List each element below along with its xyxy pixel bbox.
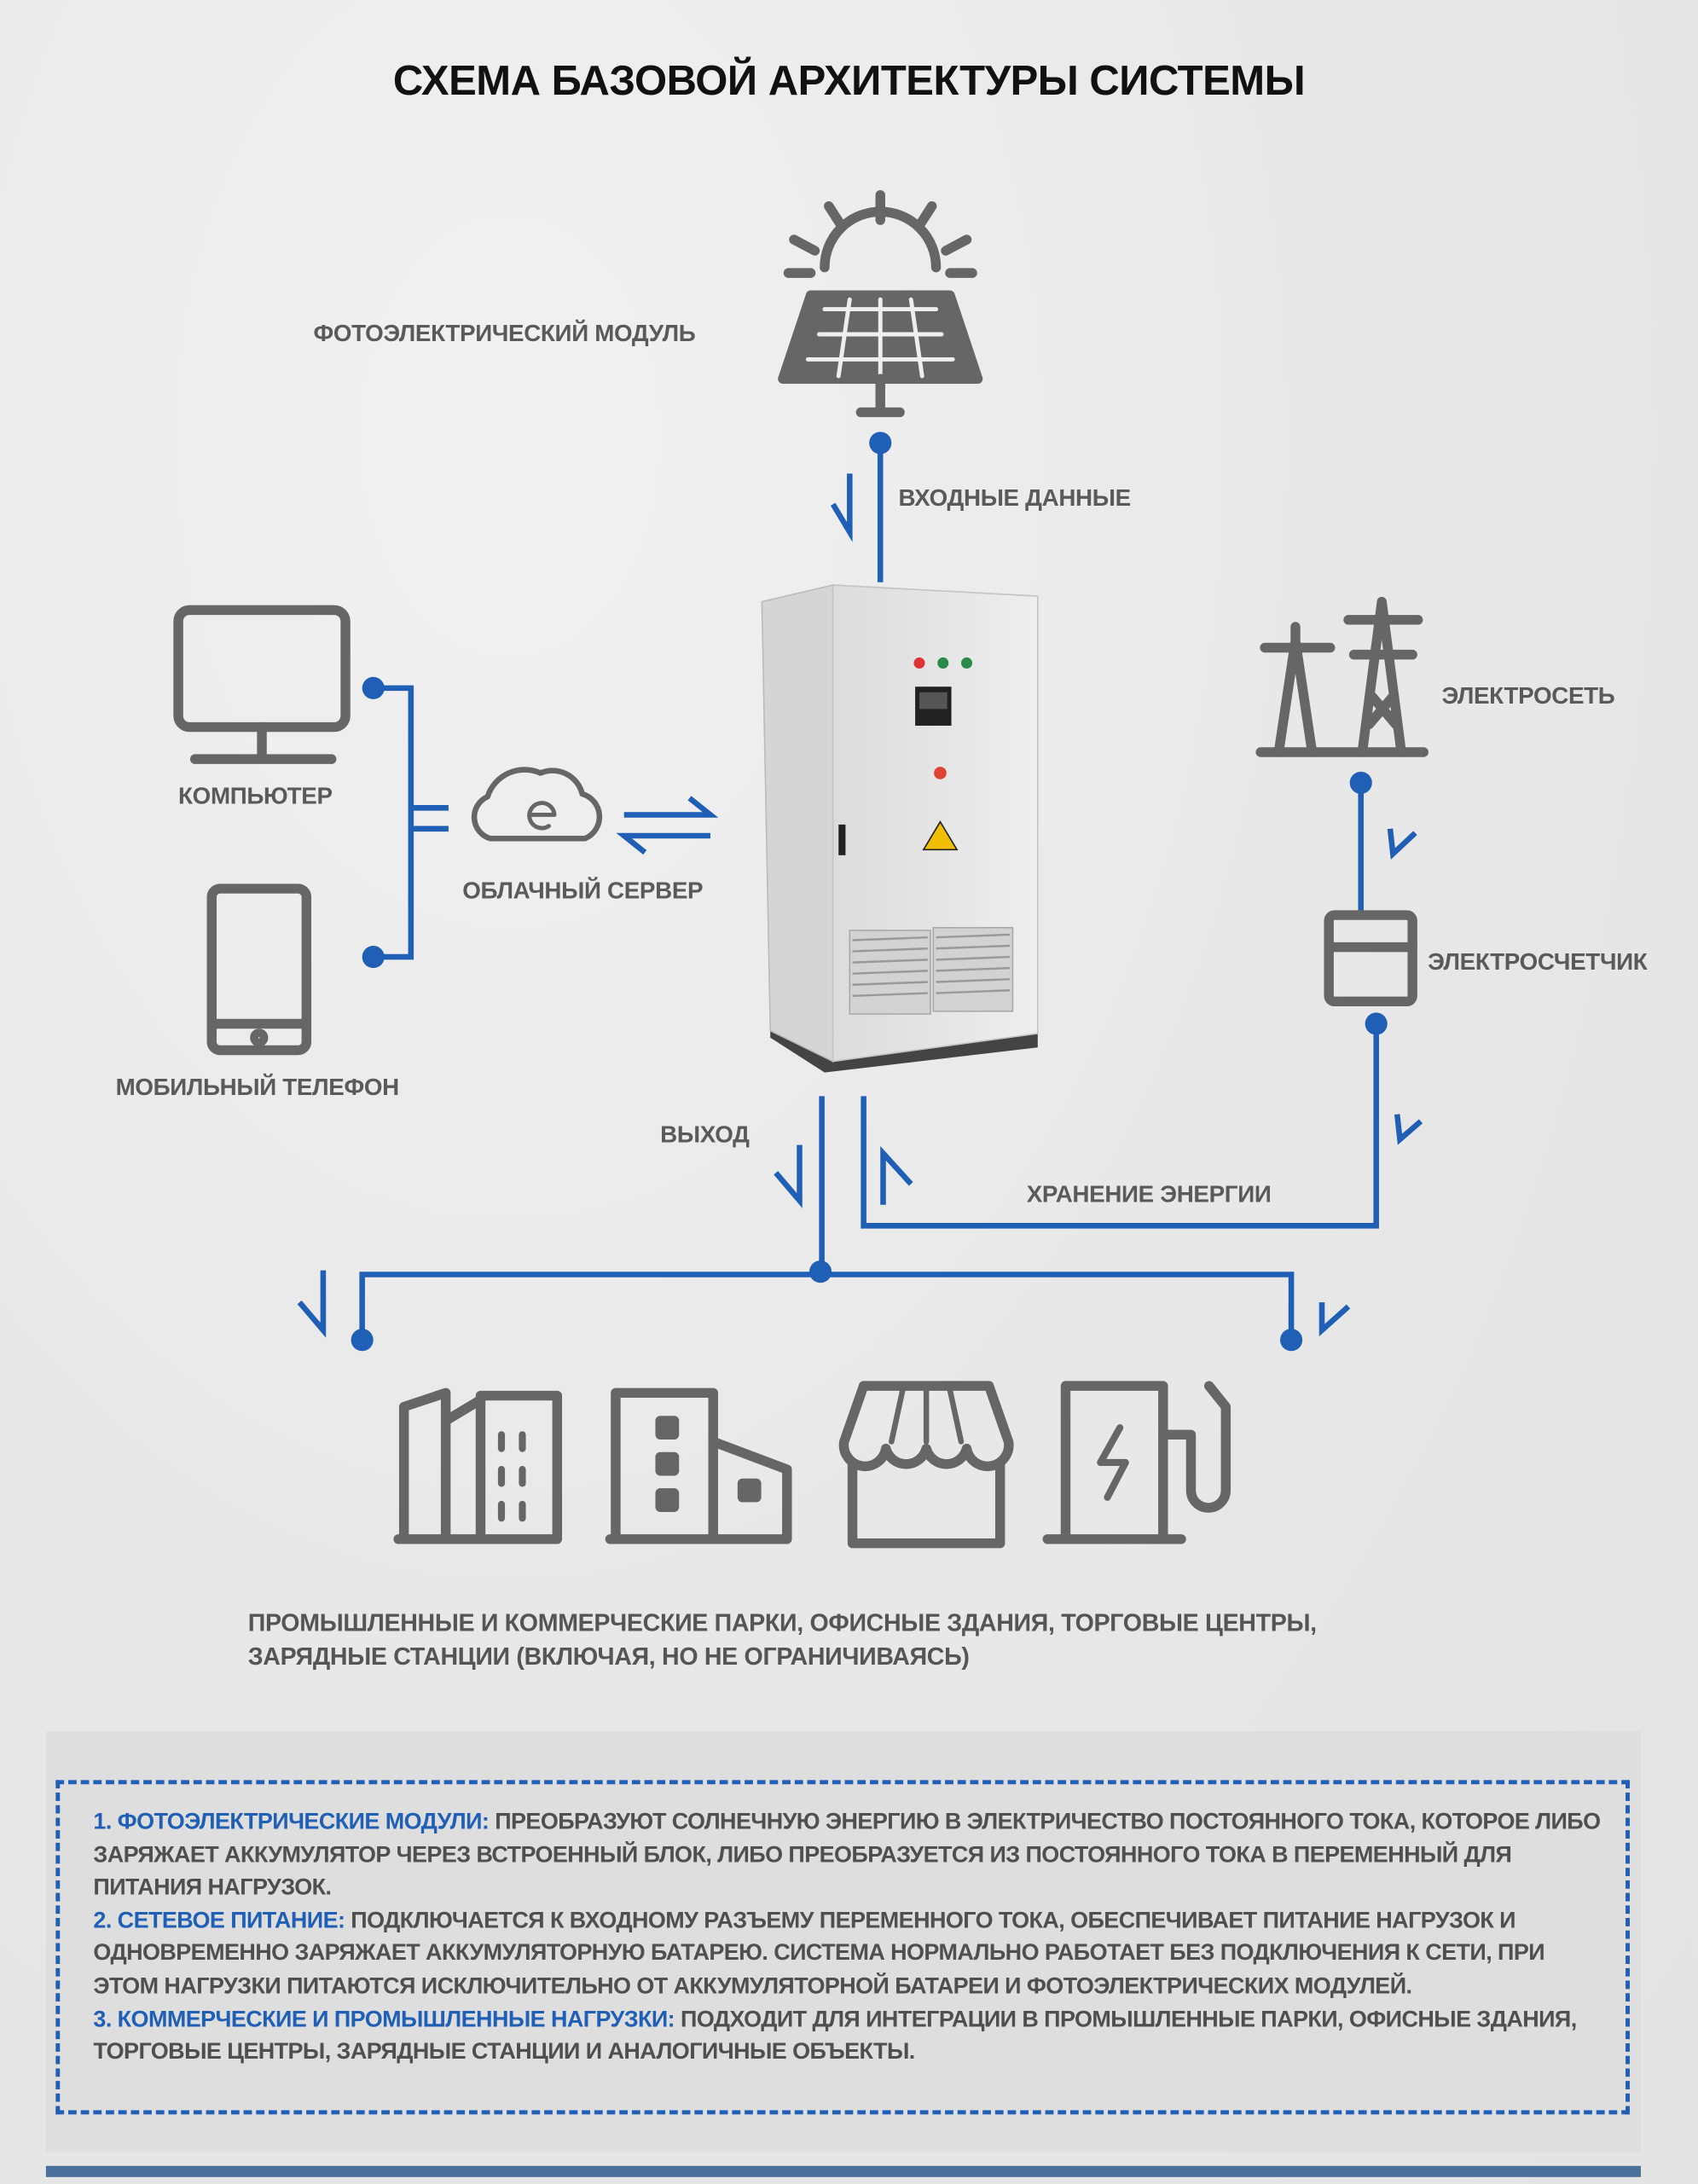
caption-line: ПРОМЫШЛЕННЫЕ И КОММЕРЧЕСКИЕ ПАРКИ, ОФИСН… <box>247 1608 1317 1637</box>
mobile-phone-label: МОБИЛЬНЫЙ ТЕЛЕФОН <box>115 1074 400 1101</box>
cloud-server-label: ОБЛАЧНЫЙ СЕРВЕР <box>462 877 704 905</box>
arrow-up-icon <box>880 1145 913 1205</box>
input-data-label: ВХОДНЫЕ ДАННЫЕ <box>898 484 1131 512</box>
note-text: ПРЕОБРАЗУЮТ СОЛНЕЧНУЮ ЭНЕРГИЮ В ЭЛЕКТРИЧ… <box>93 1809 1601 1901</box>
notes-box: 1. ФОТОЭЛЕКТРИЧЕСКИЕ МОДУЛИ: ПРЕОБРАЗУЮТ… <box>55 1780 1630 2115</box>
power-pylon-icon <box>1255 596 1429 757</box>
note-item: 2. СЕТЕВОЕ ПИТАНИЕ: ПОДКЛЮЧАЕТСЯ К ВХОДН… <box>93 1905 1611 2004</box>
mobile-phone-icon <box>206 883 312 1056</box>
arrow-down-icon <box>1387 828 1417 860</box>
note-label: 1. ФОТОЭЛЕКТРИЧЕСКИЕ МОДУЛИ: <box>93 1809 490 1835</box>
computer-label: КОМПЬЮТЕР <box>178 782 333 809</box>
electricity-meter-icon <box>1324 910 1417 1007</box>
note-item: 3. КОММЕРЧЕСКИЕ И ПРОМЫШЛЕННЫЕ НАГРУЗКИ:… <box>93 2004 1611 2070</box>
energy-storage-label: ХРАНЕНИЕ ЭНЕРГИИ <box>1026 1181 1272 1208</box>
caption-line: ЗАРЯДНЫЕ СТАНЦИИ (ВКЛЮЧАЯ, НО НЕ ОГРАНИЧ… <box>247 1642 970 1671</box>
loads-caption: ПРОМЫШЛЕННЫЕ И КОММЕРЧЕСКИЕ ПАРКИ, ОФИСН… <box>248 1606 1317 1672</box>
computer-icon <box>173 605 351 764</box>
note-text: ПОДКЛЮЧАЕТСЯ К ВХОДНОМУ РАЗЪЕМУ ПЕРЕМЕНН… <box>93 1908 1545 1999</box>
page-title: СХЕМА БАЗОВОЙ АРХИТЕКТУРЫ СИСТЕМЫ <box>392 58 1306 105</box>
industrial-park-icon <box>393 1387 563 1544</box>
arrow-down-icon <box>830 473 853 542</box>
notes-panel <box>45 1731 1642 2152</box>
output-label: ВЫХОД <box>660 1121 750 1148</box>
flow-arrows <box>297 473 1423 1338</box>
cloud-server-icon <box>471 767 603 842</box>
arrow-down-icon <box>1318 1302 1351 1337</box>
grid-label: ЭЛЕКТРОСЕТЬ <box>1441 682 1615 710</box>
arrow-down-icon <box>297 1270 327 1338</box>
energy-storage-cabinet <box>761 583 1039 1073</box>
charging-station-icon <box>1042 1381 1231 1544</box>
connection-dots <box>351 432 1388 1352</box>
note-label: 2. СЕТЕВОЕ ПИТАНИЕ: <box>93 1908 345 1933</box>
arrow-down-icon <box>1394 1114 1423 1145</box>
bidirectional-arrow-icon <box>616 796 719 855</box>
arrow-down-icon <box>774 1144 803 1208</box>
pv-module-label: ФОТОЭЛЕКТРИЧЕСКИЙ МОДУЛЬ <box>313 320 696 347</box>
note-item: 1. ФОТОЭЛЕКТРИЧЕСКИЕ МОДУЛИ: ПРЕОБРАЗУЮТ… <box>93 1806 1611 1905</box>
meter-label: ЭЛЕКТРОСЧЕТЧИК <box>1428 948 1648 976</box>
office-building-icon <box>605 1387 792 1544</box>
footer-bar <box>45 2165 1642 2177</box>
note-label: 3. КОММЕРЧЕСКИЕ И ПРОМЫШЛЕННЫЕ НАГРУЗКИ: <box>93 2006 675 2032</box>
shopping-center-icon <box>838 1381 1014 1549</box>
note-text: ПОДХОДИТ ДЛЯ ИНТЕГРАЦИИ В ПРОМЫШЛЕННЫЕ П… <box>93 2006 1577 2065</box>
solar-panel-icon <box>778 189 983 418</box>
